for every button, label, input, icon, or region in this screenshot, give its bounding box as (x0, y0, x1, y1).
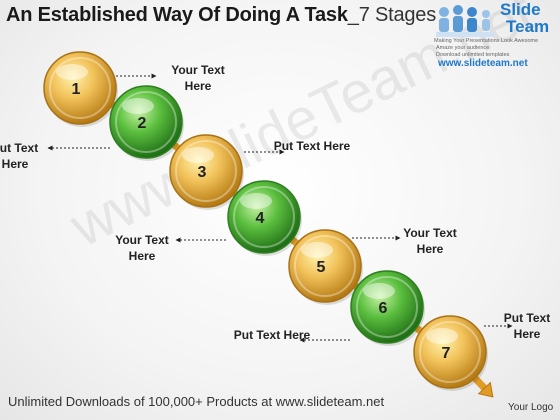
stage-label-4: Your Text Here (115, 233, 169, 263)
stage-label-6: Put Text Here (233, 328, 311, 342)
stage-inner-ring (233, 186, 295, 248)
stage-circle (227, 180, 301, 254)
logo-placeholder: Your Logo (508, 402, 554, 413)
stage-highlight (363, 283, 395, 299)
stage-highlight (240, 193, 272, 209)
stage-inner-ring (49, 57, 111, 119)
stage-2: 2 (109, 85, 184, 161)
brand-url: www.slideteam.net (438, 58, 528, 69)
stage-number: 1 (72, 81, 81, 98)
brand-name-line1: Slide (500, 0, 541, 19)
stage-highlight (426, 328, 458, 344)
stage-label-5: Your Text Here (403, 226, 457, 256)
stage-circle (350, 270, 424, 344)
stage-inner-ring (175, 140, 237, 202)
stage-number: 6 (379, 300, 388, 317)
stage-3: 3 (169, 134, 244, 210)
brand-name-line2: Team (506, 17, 550, 36)
stage-highlight (56, 64, 88, 80)
brand-tagline: Making Your Presentations Look Awesome (434, 38, 539, 44)
brand-tagline: Amaze your audience (436, 45, 490, 51)
stage-number: 7 (442, 345, 451, 362)
stage-circle (169, 134, 243, 208)
stage-inner-ring (115, 91, 177, 153)
title-suffix: _7 Stages (347, 4, 437, 26)
stage-6: 6 (350, 270, 425, 346)
stage-7: 7 (413, 315, 488, 391)
brand-logo: Slide Team Making Your Presentations Loo… (432, 0, 558, 72)
stage-number: 4 (256, 210, 265, 227)
stage-highlight (122, 98, 154, 114)
stage-number: 2 (138, 115, 147, 132)
stage-number: 3 (198, 164, 207, 181)
stage-inner-ring (419, 321, 481, 383)
stage-inner-ring (294, 235, 356, 297)
stage-highlight (182, 147, 214, 163)
stage-circle (413, 315, 487, 389)
stage-label-1: Your Text Here (171, 63, 225, 93)
title-main: An Established Way Of Doing A Task (6, 4, 348, 26)
page-title: An Established Way Of Doing A Task_7 Sta… (6, 4, 436, 27)
stage-label-2: Put Text Here (0, 141, 39, 171)
footer-text: Unlimited Downloads of 100,000+ Products… (8, 394, 385, 409)
stage-highlight (301, 242, 333, 258)
stage-circle (109, 85, 183, 159)
stage-label-3: Put Text Here (273, 139, 351, 153)
people-icon (436, 5, 494, 37)
stage-label-7: Put Text Here (503, 311, 551, 341)
stage-4: 4 (227, 180, 302, 256)
brand-tagline: Download unlimited templates (436, 52, 510, 58)
stage-circle-layer: 1 2 3 4 5 6 7 (43, 51, 488, 391)
stage-circle (288, 229, 362, 303)
leader-line-layer (47, 73, 513, 343)
stage-1: 1 (43, 51, 118, 127)
stage-inner-ring (356, 276, 418, 338)
stage-5: 5 (288, 229, 363, 305)
stage-number: 5 (317, 259, 326, 276)
connector-arrow-7 (477, 381, 494, 398)
stage-circle (43, 51, 117, 125)
